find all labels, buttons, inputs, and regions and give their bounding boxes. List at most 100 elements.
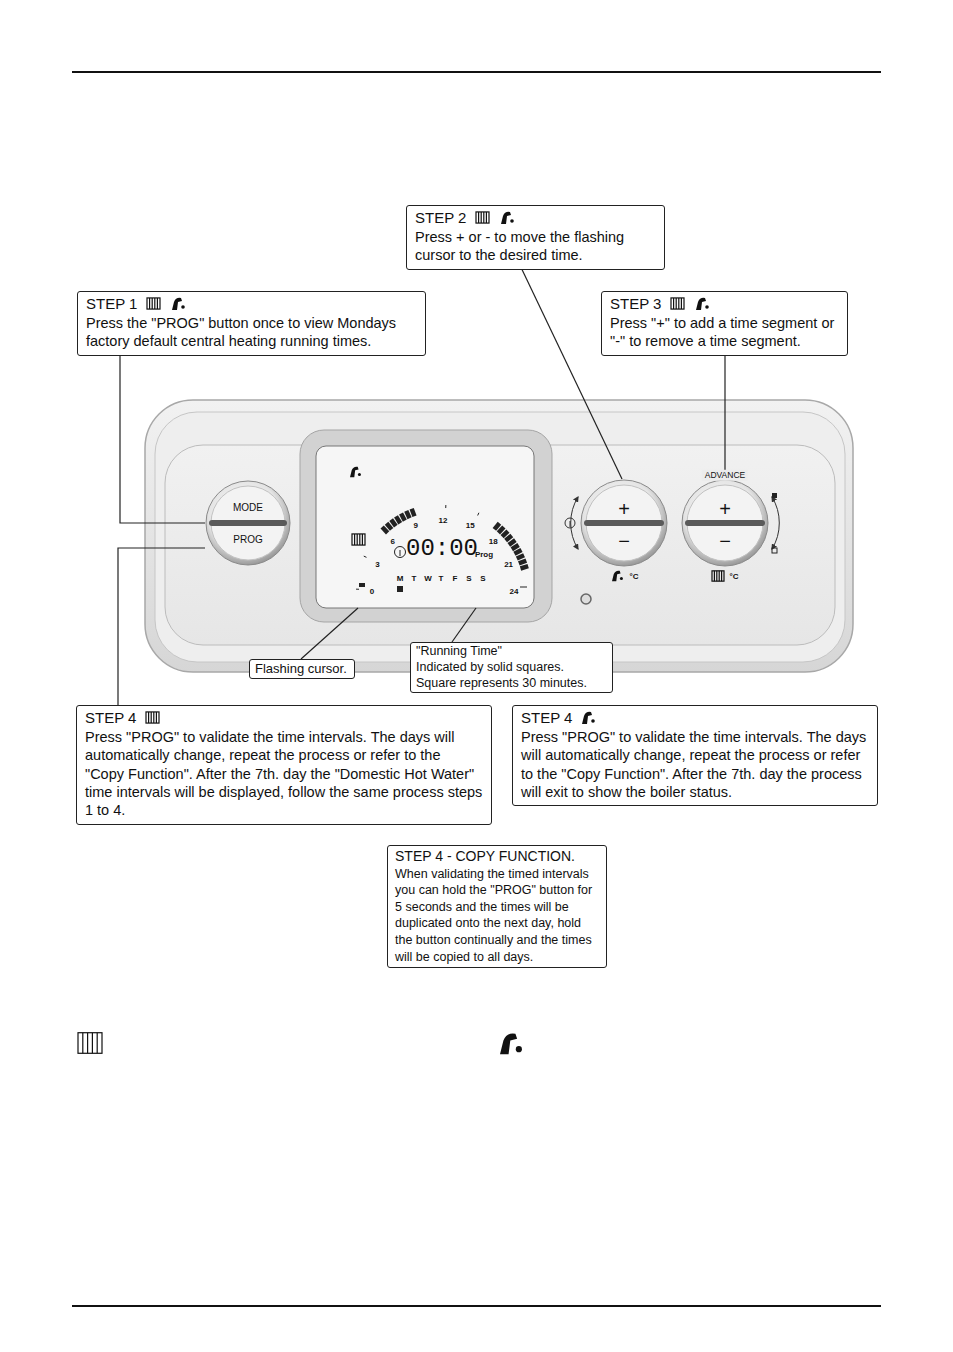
button-divider <box>685 520 765 526</box>
running-square <box>401 514 405 521</box>
callout-heading: STEP 4 <box>521 709 572 728</box>
running-square <box>521 566 529 568</box>
radiator-icon <box>475 211 491 225</box>
radiator-icon <box>352 534 365 545</box>
min-square <box>772 548 777 553</box>
tap-icon <box>511 220 515 224</box>
running-square <box>512 545 519 549</box>
dial-mark <box>478 513 479 516</box>
radiator-icon <box>157 298 158 309</box>
radiator-icon <box>712 571 724 581</box>
callout-box: STEP 4Press "PROG" to validate the time … <box>76 705 492 825</box>
running-square <box>391 520 396 527</box>
lcd-label: F <box>453 575 458 583</box>
lcd-label: 0 <box>370 588 374 596</box>
button-label: PROG <box>233 535 262 545</box>
tap-icon <box>501 212 511 224</box>
callout-heading-row: STEP 2 <box>415 209 656 228</box>
running-square <box>502 531 508 536</box>
rotate-arrow <box>571 497 578 549</box>
lcd-label: S <box>466 575 471 583</box>
callout-box: STEP 1Press the "PROG" button once to vi… <box>77 291 426 356</box>
radiator-icon <box>78 1033 102 1054</box>
radiator-icon <box>481 212 482 223</box>
button-label: + <box>618 499 630 519</box>
tap-icon <box>358 473 361 476</box>
lcd-clock: 00:00 <box>406 537 478 561</box>
lcd-label: S <box>480 575 485 583</box>
running-square <box>406 511 409 518</box>
radiator-icon <box>357 534 358 545</box>
button-divider <box>584 520 664 526</box>
radiator-icon <box>679 298 680 309</box>
callout-text: Press "+" to add a time segment or "-" t… <box>610 314 839 351</box>
radiator-icon <box>97 1033 98 1054</box>
dial-mark <box>364 556 367 557</box>
tap-icon <box>500 1033 517 1054</box>
callout-text: Indicated by solid squares. Square repre… <box>416 660 607 692</box>
callout-text: Press "PROG" to validate the time interv… <box>85 728 483 820</box>
tap-icon <box>182 306 186 310</box>
callout-heading: Flashing cursor. <box>255 661 347 677</box>
running-square <box>396 516 400 523</box>
info-symbol <box>400 550 401 556</box>
info-symbol <box>570 521 571 527</box>
radiator-icon <box>681 298 682 309</box>
radiator-icon <box>478 212 479 223</box>
button-label: − <box>719 531 731 551</box>
dial-mark <box>356 589 359 590</box>
button-label: ADVANCE <box>702 470 748 481</box>
callout-tag: Flashing cursor. <box>249 659 355 679</box>
advance-button: ADVANCE+− <box>681 479 769 567</box>
panel-rim <box>155 412 845 662</box>
button-divider <box>209 520 287 526</box>
callout-text: When validating the timed intervals you … <box>395 866 599 966</box>
radiator-icon <box>476 212 489 223</box>
button-ring <box>581 480 667 566</box>
leader-line <box>120 356 205 523</box>
radiator-icon <box>721 571 722 581</box>
radiator-icon <box>151 712 152 723</box>
callout-heading: STEP 3 <box>610 295 661 314</box>
unit-label: °C <box>730 573 739 581</box>
callout-heading: "Running Time" <box>416 644 502 660</box>
dial-mark <box>445 505 446 508</box>
panel-housing <box>145 400 853 672</box>
callout-text: Press the "PROG" button once to view Mon… <box>86 314 417 351</box>
callout-text: Press "PROG" to validate the time interv… <box>521 728 869 802</box>
tap-icon <box>581 711 597 725</box>
button-label: MODE <box>233 503 263 513</box>
lcd-label: M <box>397 575 404 583</box>
lcd-label: 12 <box>439 517 448 525</box>
radiator-icon <box>146 297 162 311</box>
radiator-icon <box>354 534 355 545</box>
lcd-label: T <box>412 575 417 583</box>
running-square <box>509 540 516 545</box>
running-square <box>517 555 524 558</box>
leader-line <box>452 608 476 642</box>
lcd-label: Prog <box>475 551 493 559</box>
rotate-arrow <box>772 497 779 549</box>
callout-heading-row: STEP 3 <box>610 295 839 314</box>
radiator-icon <box>719 571 720 581</box>
running-square <box>506 536 512 541</box>
rule-line <box>72 1305 881 1307</box>
lcd-label: 18 <box>489 538 498 546</box>
radiator-icon <box>149 298 150 309</box>
radiator-icon <box>484 212 485 223</box>
button-label: − <box>618 531 630 551</box>
radiator-icon <box>362 534 363 545</box>
tap-icon <box>582 712 592 724</box>
radiator-icon <box>152 298 153 309</box>
callout-heading-row: "Running Time" <box>416 644 607 660</box>
tap-icon <box>516 1046 522 1052</box>
callout-heading: STEP 1 <box>86 295 137 314</box>
unit-label: °C <box>630 573 639 581</box>
button-shape <box>580 479 668 567</box>
lcd-display: 0369121518212400:00ProgMTWTFSS <box>316 446 534 608</box>
dial-dash <box>520 587 527 588</box>
callout-box: STEP 2Press + or - to move the flashing … <box>406 205 665 270</box>
leader-line <box>724 356 725 479</box>
tap-icon <box>500 211 516 225</box>
lcd-label: T <box>439 575 444 583</box>
